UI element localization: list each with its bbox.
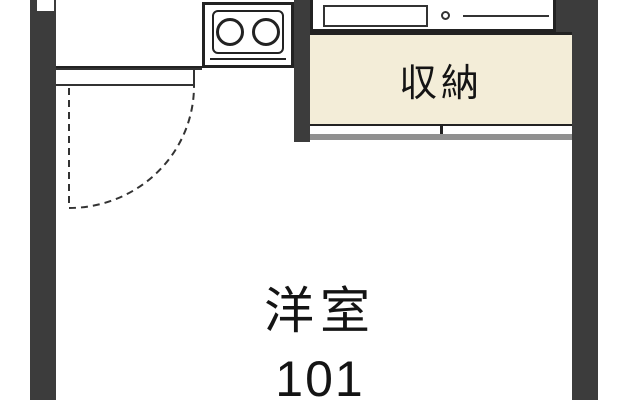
burner-panel	[212, 10, 284, 54]
room-label: 洋室	[264, 283, 376, 339]
wall-mid	[294, 0, 310, 142]
room-number: 101	[275, 351, 365, 400]
door-swing-arc	[68, 85, 195, 209]
kitchen-sink	[310, 0, 556, 32]
burner-right-icon	[252, 18, 280, 46]
closet-door-handle	[439, 126, 443, 134]
counter-edge	[56, 68, 202, 70]
door-swing	[68, 85, 195, 209]
wall-top-right	[556, 0, 598, 34]
counter-edge-line	[463, 15, 549, 17]
stove-unit	[202, 2, 294, 68]
kitchen-counter	[56, 0, 202, 68]
doorway-threshold	[56, 84, 194, 86]
closet-area: 収納	[310, 32, 572, 124]
sink-basin	[323, 5, 428, 27]
closet-sliding-door	[310, 124, 572, 140]
closet-label: 収納	[398, 63, 483, 105]
wall-right	[572, 0, 598, 400]
wall-left-notch	[37, 0, 54, 11]
stove-front-line	[210, 58, 286, 60]
faucet-icon	[441, 11, 450, 20]
doorway-jamb	[193, 68, 195, 86]
wall-left	[30, 0, 56, 400]
burner-left-icon	[216, 18, 244, 46]
